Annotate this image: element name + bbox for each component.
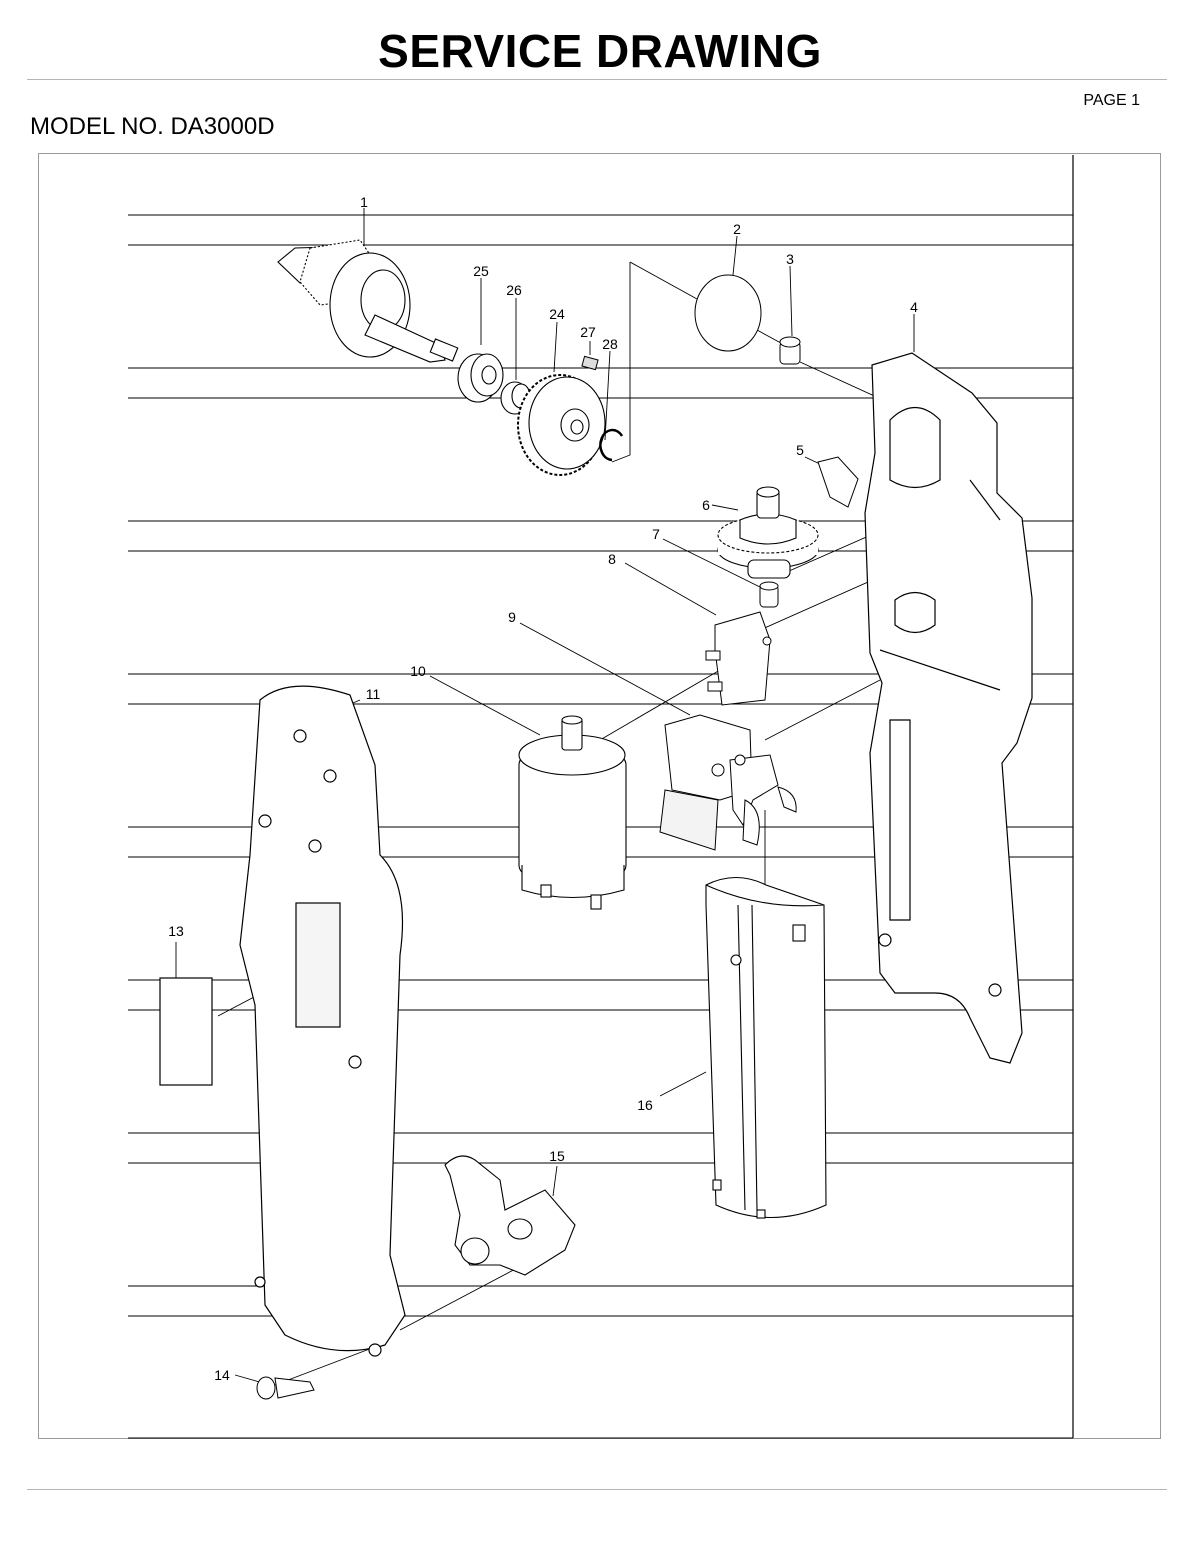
footer-divider: [27, 1489, 1167, 1490]
flat-washer: [694, 274, 762, 352]
model-number: MODEL NO. DA3000D: [30, 113, 275, 140]
retaining-ring: [599, 428, 624, 462]
ball-bearing: [457, 353, 504, 403]
callout-14: 14: [214, 1367, 230, 1383]
callout-11: 11: [366, 686, 381, 702]
drill-chuck: [277, 239, 459, 363]
callout-9: 9: [508, 609, 516, 625]
woodruff-key: [581, 355, 599, 371]
callout-8: 8: [608, 551, 616, 567]
callout-16: 16: [637, 1097, 653, 1113]
battery-terminal: [444, 1155, 576, 1276]
callout-27: 27: [580, 324, 596, 340]
battery-housing: [705, 877, 827, 1219]
callout-28: 28: [602, 336, 618, 352]
tapping-screw: [256, 1376, 315, 1400]
callout-15: 15: [549, 1148, 565, 1164]
header-divider: [27, 79, 1167, 80]
reduction-gear: [717, 486, 819, 579]
terminal-block: [705, 611, 772, 706]
callout-2: 2: [733, 221, 741, 237]
small-bushing: [759, 581, 779, 608]
housing-left: [239, 685, 406, 1357]
name-plate: [159, 977, 213, 1086]
trigger-switch: [659, 714, 797, 851]
spur-gear: [517, 374, 606, 476]
callout-13: 13: [168, 923, 184, 939]
bushing: [779, 336, 801, 365]
callout-5: 5: [796, 442, 804, 458]
callout-3: 3: [786, 251, 794, 267]
housing-right: [864, 352, 1033, 1064]
page-number: PAGE 1: [1083, 92, 1140, 109]
callout-6: 6: [702, 497, 710, 513]
callout-1: 1: [360, 194, 368, 210]
dc-motor: [518, 715, 627, 910]
callout-25: 25: [473, 263, 489, 279]
callout-26: 26: [506, 282, 522, 298]
callout-10: 10: [410, 663, 426, 679]
page-title: SERVICE DRAWING: [378, 25, 822, 77]
callout-7: 7: [652, 526, 660, 542]
callout-24: 24: [549, 306, 565, 322]
callout-4: 4: [910, 299, 918, 315]
switch-lever-clip: [817, 456, 859, 508]
callout-numbers: 1 2 3 4 5 6 7 8 9 10 11 13 14 15 16 24 2…: [168, 194, 918, 1383]
